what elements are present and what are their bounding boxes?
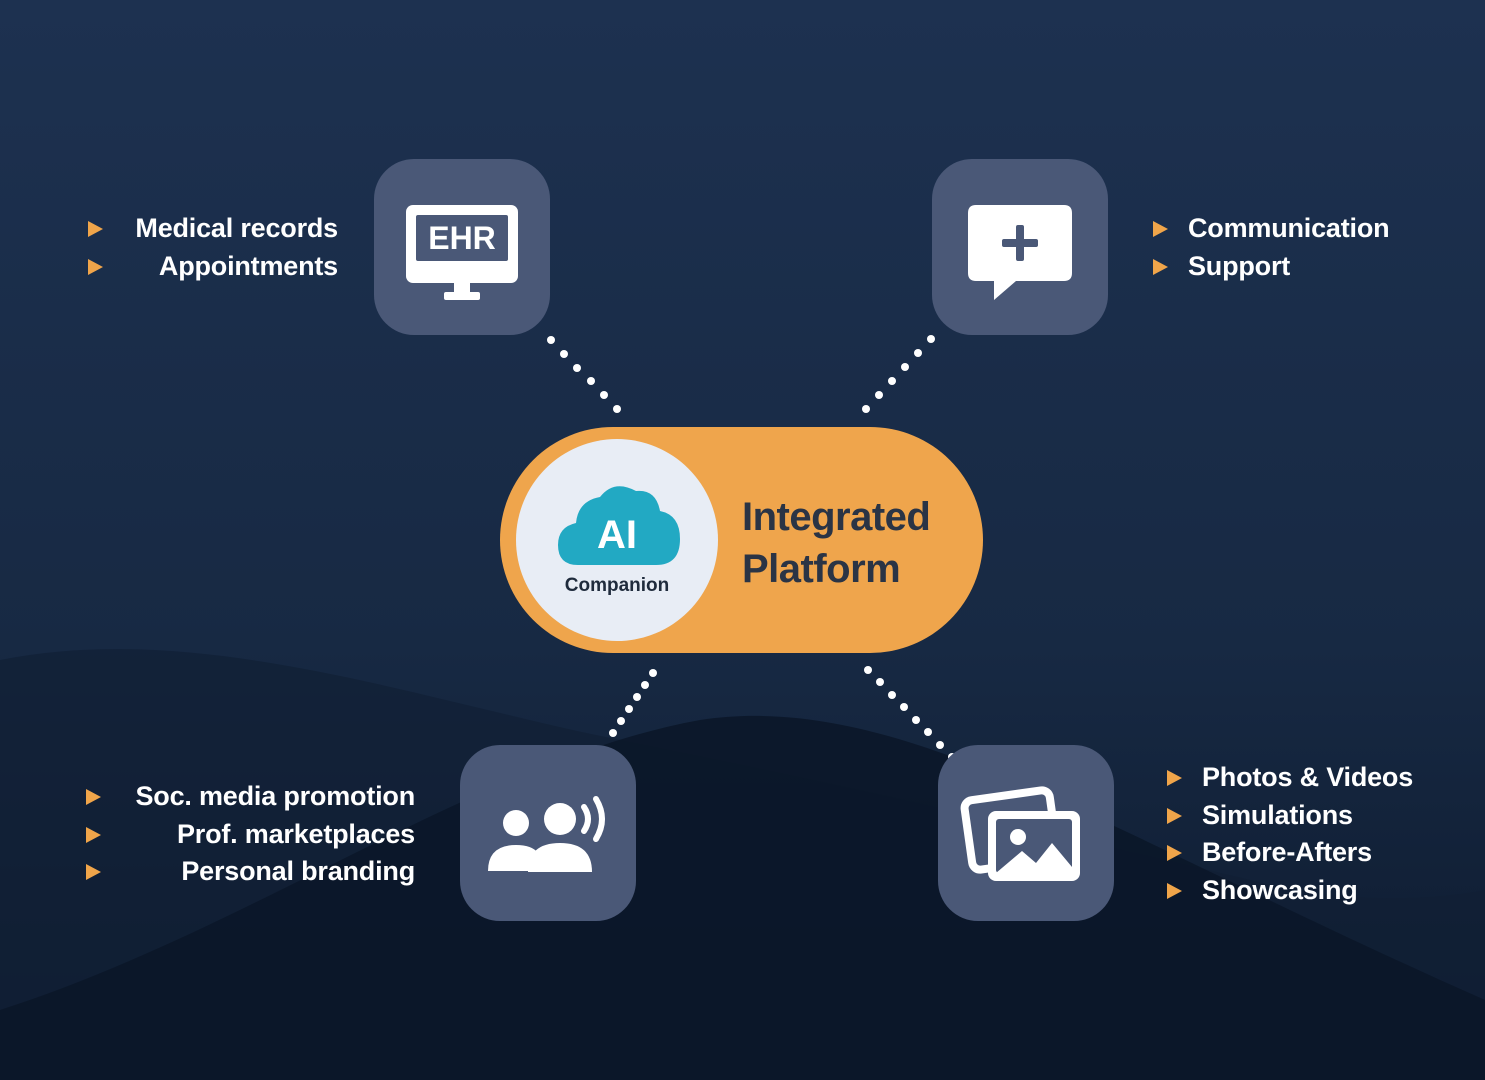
ehr-tile[interactable]: EHR [374, 159, 550, 335]
connector-dot [547, 336, 555, 344]
bullet-arrow-icon [88, 258, 103, 275]
list-item: Support [1152, 248, 1452, 286]
connector-dot [936, 740, 944, 749]
platform-title-line1: Integrated [742, 495, 931, 539]
connector-dot [927, 335, 935, 343]
connector-dot [900, 703, 908, 712]
social-feature-list: Soc. media promotion Prof. marketplaces … [84, 778, 415, 891]
connector-dot [560, 349, 569, 358]
bullet-arrow-icon [1153, 258, 1168, 275]
communication-feature-list: Communication Support [1152, 210, 1452, 285]
connector-dot [586, 377, 595, 386]
connector-dot [864, 666, 872, 674]
list-item: Medical records [86, 210, 338, 248]
people-broadcast-icon [488, 796, 605, 872]
connector-dot [617, 717, 625, 725]
list-item: Before-Afters [1166, 834, 1466, 872]
media-tile[interactable] [938, 745, 1114, 921]
ai-companion-badge: AI Companion [516, 439, 718, 641]
ai-label: AI [597, 513, 637, 557]
ehr-monitor-icon [406, 205, 518, 300]
ehr-icon-label: EHR [428, 220, 496, 256]
connector-dot [875, 391, 883, 399]
connector-dot [609, 729, 617, 737]
ehr-feature-list: Medical records Appointments [86, 210, 338, 285]
connector-dot [888, 690, 896, 699]
connector-dot [599, 391, 608, 400]
list-item: Simulations [1166, 797, 1466, 835]
connector-dot [924, 728, 932, 737]
connector-dot [613, 405, 621, 413]
list-item: Photos & Videos [1166, 759, 1466, 797]
integrated-platform-pill[interactable]: AI Companion Integrated Platform [500, 427, 983, 653]
connector-dot [888, 377, 896, 385]
connector-dot [625, 705, 633, 713]
bullet-arrow-icon [86, 864, 101, 880]
companion-label: Companion [564, 575, 670, 596]
connector-dot [912, 715, 920, 724]
list-item: Communication [1152, 210, 1452, 248]
bullet-arrow-icon [1167, 770, 1182, 786]
bullet-arrow-icon [1167, 807, 1182, 824]
connector-dot [876, 678, 884, 687]
ai-cloud-icon [558, 486, 680, 565]
list-item: Prof. marketplaces [84, 816, 415, 854]
connector-dot [573, 363, 582, 372]
connector-dot [914, 349, 922, 357]
list-item: Soc. media promotion [84, 778, 415, 816]
media-feature-list: Photos & Videos Simulations Before-After… [1166, 759, 1466, 909]
bullet-arrow-icon [86, 789, 101, 805]
chat-plus-icon [968, 205, 1072, 300]
bullet-arrow-icon [1167, 845, 1182, 861]
connector-dot [633, 693, 641, 701]
bullet-arrow-icon [86, 826, 101, 843]
connector-dot [862, 405, 870, 413]
photo-gallery-icon [960, 786, 1080, 881]
list-item: Showcasing [1166, 872, 1466, 910]
bullet-arrow-icon [1167, 882, 1182, 899]
connector-dot [649, 669, 657, 677]
platform-title: Integrated Platform [742, 491, 972, 595]
bullet-arrow-icon [88, 221, 103, 237]
list-item: Appointments [86, 248, 338, 286]
connector-dot [901, 363, 909, 371]
social-tile[interactable] [460, 745, 636, 921]
platform-title-line2: Platform [742, 547, 901, 591]
list-item: Personal branding [84, 853, 415, 891]
bullet-arrow-icon [1153, 221, 1168, 237]
communication-tile[interactable] [932, 159, 1108, 335]
connector-dot [641, 681, 649, 689]
